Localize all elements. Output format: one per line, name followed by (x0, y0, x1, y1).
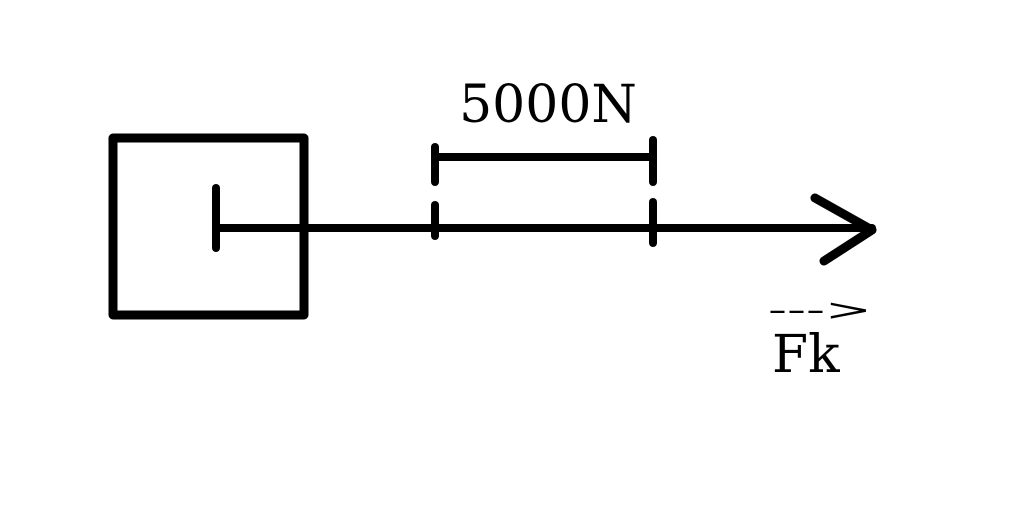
force-label: Fk (772, 325, 840, 385)
force-vector-arrowhead (810, 193, 877, 266)
force-arrow-decoration: ---> (768, 293, 872, 328)
scale-label: 5000N (459, 75, 637, 135)
